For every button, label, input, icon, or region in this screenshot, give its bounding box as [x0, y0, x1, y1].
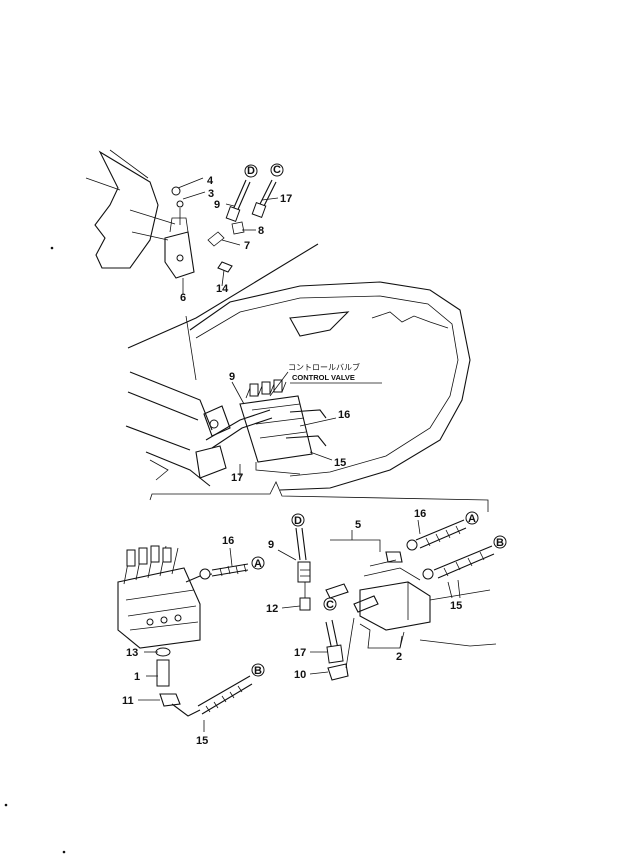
- section-bracket: [149, 481, 489, 512]
- control-valve-callout: コントロールバルブ CONTROL VALVE: [288, 362, 382, 384]
- circle-label-b-br: B: [496, 537, 504, 549]
- machine-frame: [125, 243, 471, 491]
- circle-label-a-left: A: [254, 558, 262, 570]
- label-6-top: 6: [180, 292, 186, 304]
- circle-label-c-top: C: [273, 164, 281, 176]
- label-11-bl: 11: [122, 695, 134, 707]
- label-17-mid: 17: [231, 472, 243, 484]
- label-17-br: 17: [294, 647, 306, 659]
- label-1-bl: 1: [134, 671, 140, 683]
- circle-label-c-br: C: [326, 599, 334, 611]
- callout-en: CONTROL VALVE: [292, 373, 355, 382]
- label-9-mid: 9: [229, 371, 235, 383]
- label-13-bl: 13: [126, 647, 138, 659]
- label-3-top: 3: [208, 188, 214, 200]
- label-12-br: 12: [266, 603, 278, 615]
- callout-jp: コントロールバルブ: [288, 362, 360, 372]
- label-5-br: 5: [355, 519, 361, 531]
- bracket-assembly: D C: [85, 149, 284, 294]
- circle-label-d-br: D: [294, 515, 302, 527]
- label-16-br: 16: [414, 508, 426, 520]
- label-16-bl: 16: [222, 535, 234, 547]
- label-4-top: 4: [207, 175, 214, 187]
- label-15-bl: 15: [196, 735, 208, 747]
- speck: [4, 803, 8, 807]
- circle-label-a-br: A: [468, 513, 476, 525]
- label-15-mid: 15: [334, 457, 346, 469]
- valve-block: A B: [117, 545, 265, 732]
- label-7-top: 7: [244, 240, 250, 252]
- circle-label-b-left: B: [254, 665, 262, 677]
- label-17-top: 17: [280, 193, 292, 205]
- speck: [50, 246, 54, 250]
- label-8-top: 8: [258, 225, 264, 237]
- speck: [62, 850, 66, 854]
- label-9-br: 9: [268, 539, 274, 551]
- label-16-mid: 16: [338, 409, 350, 421]
- hose-assembly: D C A B: [277, 511, 507, 681]
- label-10-br: 10: [294, 669, 306, 681]
- label-9-top: 9: [214, 199, 220, 211]
- circle-label-d-top: D: [247, 165, 255, 177]
- label-14-top: 14: [216, 283, 229, 295]
- label-15-br: 15: [450, 600, 462, 612]
- label-2-br: 2: [396, 651, 402, 663]
